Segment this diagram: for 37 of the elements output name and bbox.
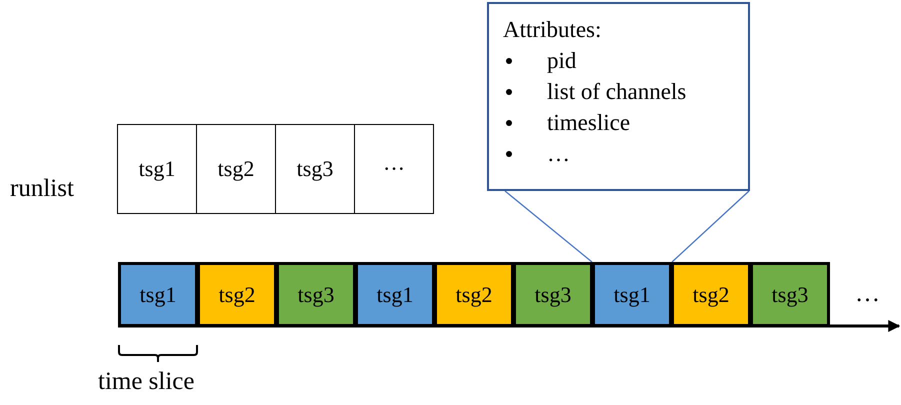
runlist-cell: [354, 124, 434, 214]
block-label: tsg3: [296, 156, 334, 182]
time-slice-block: [197, 262, 277, 327]
block-label: tsg1: [140, 282, 176, 308]
runlist-cell: [275, 124, 355, 214]
attribute-item: list of channels: [547, 79, 686, 104]
block-label: tsg1: [614, 282, 650, 308]
continuation-dots: …: [855, 280, 880, 308]
time-slice-block: [592, 262, 672, 327]
callout-heading: Attributes:: [503, 16, 602, 44]
block-label: tsg3: [298, 282, 334, 308]
block-label: tsg2: [218, 282, 256, 308]
time-slice-block: [750, 262, 830, 327]
row-label: runlist: [10, 175, 74, 203]
attribute-item: timeslice: [547, 110, 630, 135]
runlist-cell: [196, 124, 276, 214]
block-label: tsg2: [218, 156, 254, 182]
callout-line: [672, 190, 750, 262]
callout-line: [504, 190, 592, 262]
attribute-item: pid: [547, 48, 576, 73]
time-slice-block: [671, 262, 751, 327]
time-slice-label: time slice: [98, 368, 194, 396]
block-label: tsg3: [772, 282, 808, 308]
attribute-item: …: [547, 141, 570, 166]
time-slice-block: [434, 262, 514, 327]
runlist-cell: [117, 124, 197, 214]
time-slice-block: [276, 262, 356, 327]
block-label: ···: [383, 156, 405, 182]
block-label: tsg3: [534, 282, 572, 308]
block-label: tsg1: [376, 282, 414, 308]
attributes-callout-box: [487, 2, 750, 191]
block-label: tsg2: [456, 282, 492, 308]
time-slice-block: [355, 262, 435, 327]
time-slice-block: [118, 262, 198, 327]
block-label: tsg2: [692, 282, 730, 308]
time-slice-block: [513, 262, 593, 327]
block-label: tsg1: [138, 156, 176, 182]
